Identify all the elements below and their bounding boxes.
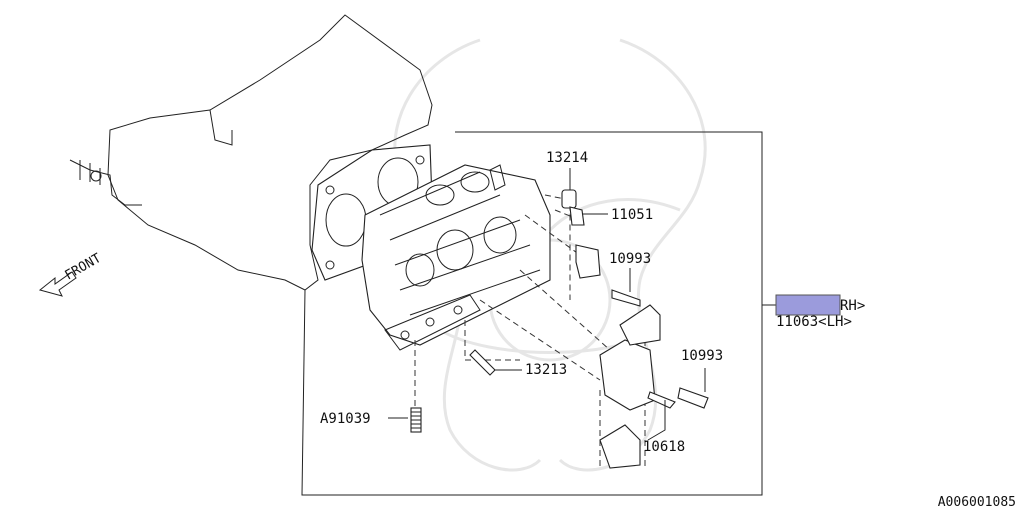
figure-code: A006001085 bbox=[938, 495, 1016, 510]
part-label-11051[interactable]: 11051 bbox=[611, 207, 653, 223]
part-label-13214[interactable]: 13214 bbox=[546, 150, 588, 166]
cylinder-head bbox=[361, 164, 551, 351]
part-label-13213[interactable]: 13213 bbox=[525, 362, 567, 378]
part-label-11063[interactable]: 11063<LH> bbox=[776, 314, 852, 330]
small-parts bbox=[410, 189, 709, 469]
part-label-10993-lower[interactable]: 10993 bbox=[681, 348, 723, 364]
leader-lines bbox=[388, 168, 776, 441]
part-label-rh-suffix: RH> bbox=[840, 298, 865, 314]
front-label: FRONT bbox=[63, 251, 105, 284]
engine-block-outline bbox=[69, 14, 763, 496]
part-highlight-box[interactable] bbox=[775, 294, 841, 316]
front-arrow: FRONT bbox=[38, 251, 105, 297]
part-label-10618[interactable]: 10618 bbox=[643, 439, 685, 455]
part-label-lh-suffix: <LH> bbox=[818, 314, 852, 330]
part-label-10993-upper[interactable]: 10993 bbox=[609, 251, 651, 267]
part-number-11063[interactable]: 11063 bbox=[776, 314, 818, 330]
part-label-a91039[interactable]: A91039 bbox=[320, 411, 371, 427]
